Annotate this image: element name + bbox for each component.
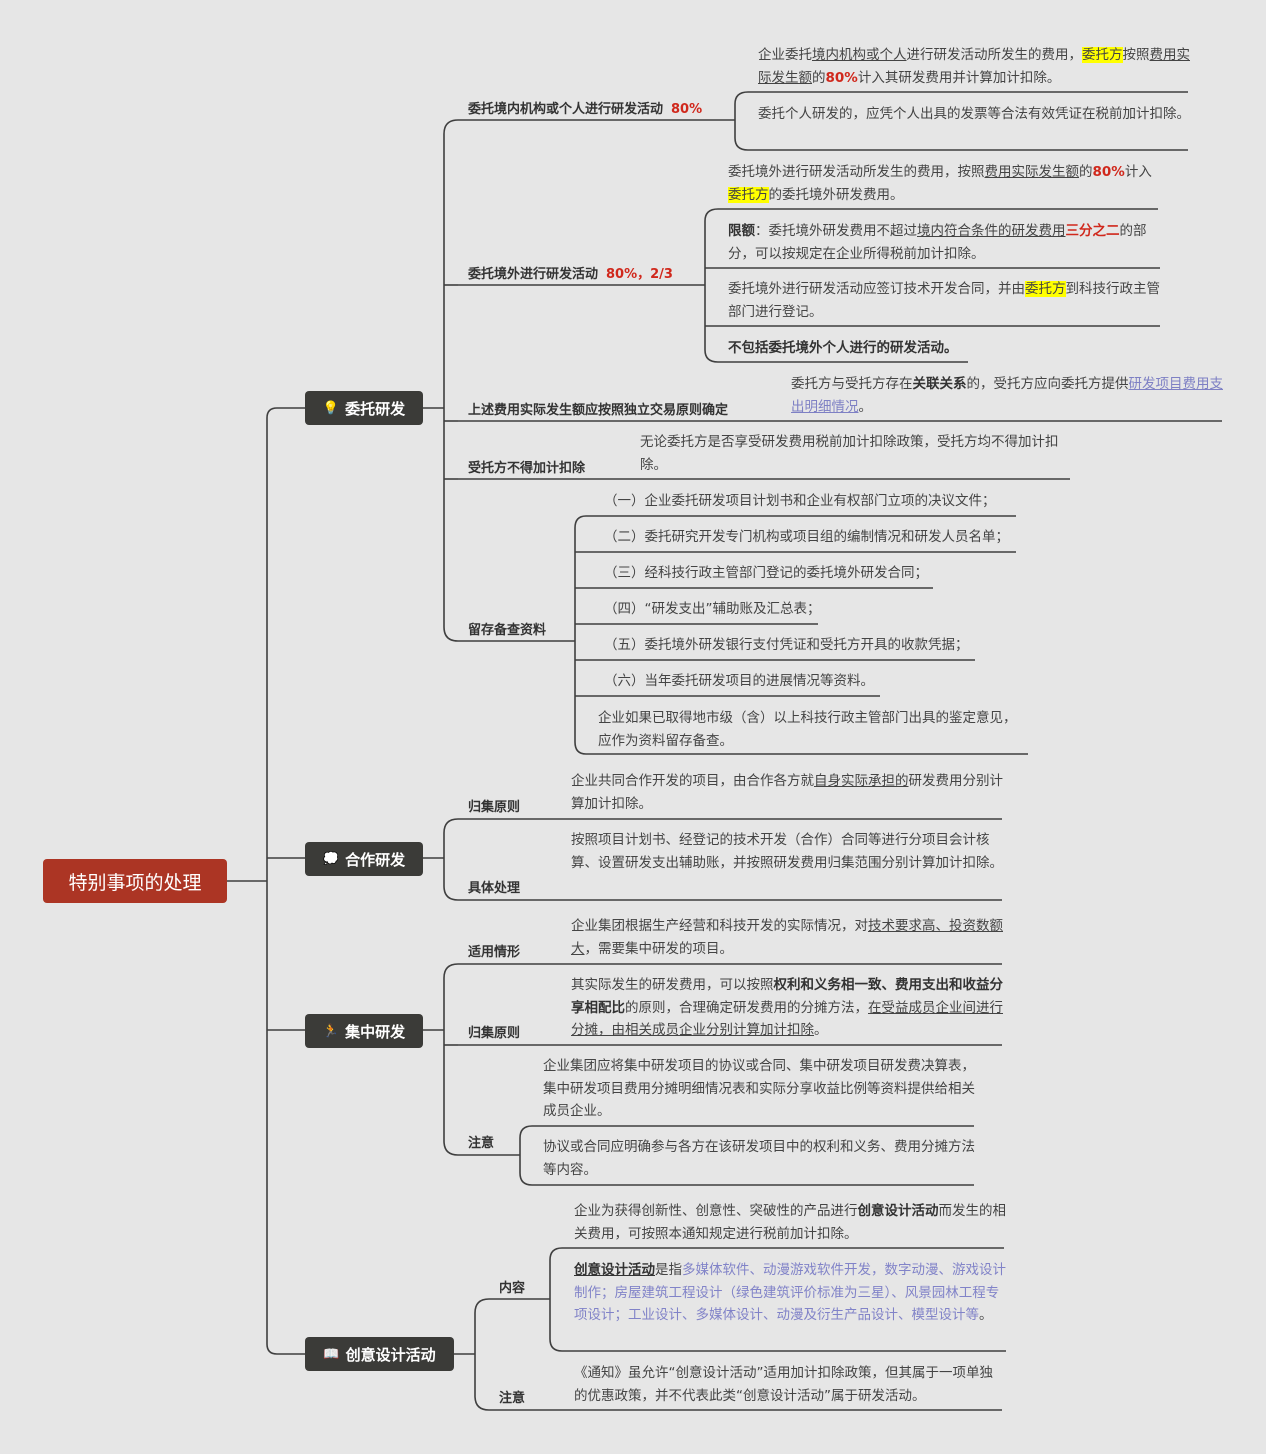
sub-jizhong-note[interactable]: 注意 xyxy=(468,1136,495,1151)
record-item-4: （四）“研发支出”辅助账及汇总表； xyxy=(604,601,821,617)
sub-domestic[interactable]: 委托境内机构或个人进行研发活动 80% xyxy=(468,98,702,117)
root-node[interactable]: 特别事项的处理 xyxy=(43,859,227,903)
leaf-hezuo-handle: 按照项目计划书、经登记的技术开发（合作）合同等进行分项目会计核算、设置研发支出辅… xyxy=(571,832,1003,871)
leaf-chuangyi-content-1: 企业为获得创新性、创意性、突破性的产品进行创意设计活动而发生的相关费用，可按照本… xyxy=(574,1203,1006,1242)
leaf-hezuo-collect: 企业共同合作开发的项目，由合作各方就自身实际承担的研发费用分别计算加计扣除。 xyxy=(571,773,1003,812)
percent-badge: 80%，2/3 xyxy=(606,267,673,282)
branch-label: 委托研发 xyxy=(345,399,406,418)
sub-chuangyi-note[interactable]: 注意 xyxy=(499,1391,526,1406)
sub-hezuo-handle[interactable]: 具体处理 xyxy=(468,881,521,896)
leaf-chuangyi-note: 《通知》虽允许“创意设计活动”适用加计扣除政策，但其属于一项单独的优惠政策，并不… xyxy=(574,1365,993,1404)
sub-receiver[interactable]: 受托方不得加计扣除 xyxy=(468,461,586,476)
sub-label: 委托境外进行研发活动 xyxy=(468,267,599,282)
leaf-overseas-3: 委托境外进行研发活动应签订技术开发合同，并由委托方到科技行政主管部门进行登记。 xyxy=(728,281,1160,320)
branch-weituo[interactable]: 💡 委托研发 xyxy=(305,391,423,425)
sub-hezuo-collect[interactable]: 归集原则 xyxy=(468,800,521,815)
detail-link[interactable]: 研发项目费用支出明细情况 xyxy=(791,376,1223,415)
leaf-receiver: 无论委托方是否享受研发费用税前加计扣除政策，受托方均不得加计扣除。 xyxy=(640,434,1059,473)
leaf-arm-length: 委托方与受托方存在关联关系的，受托方应向委托方提供研发项目费用支出明细情况。 xyxy=(791,376,1223,415)
runner-icon: 🏃 xyxy=(322,1023,340,1039)
record-item-6: （六）当年委托研发项目的进展情况等资料。 xyxy=(604,673,874,689)
branch-label: 集中研发 xyxy=(345,1022,406,1041)
thought-bubble-icon: 💭 xyxy=(322,851,340,867)
sub-records[interactable]: 留存备查资料 xyxy=(468,623,547,638)
percent-badge: 80% xyxy=(671,102,703,117)
record-item-5: （五）委托境外研发银行支付凭证和受托方开具的收款凭据； xyxy=(604,637,969,653)
leaf-overseas-4: 不包括委托境外个人进行的研发活动。 xyxy=(728,340,958,356)
sub-chuangyi-content[interactable]: 内容 xyxy=(499,1281,526,1296)
leaf-jizhong-collect: 其实际发生的研发费用，可以按照权利和义务相一致、费用支出和收益分享相配比的原则，… xyxy=(571,977,1003,1038)
sub-arm-length[interactable]: 上述费用实际发生额应按照独立交易原则确定 xyxy=(468,403,729,418)
branch-jizhong[interactable]: 🏃 集中研发 xyxy=(305,1014,423,1048)
leaf-overseas-2: 限额：委托境外研发费用不超过境内符合条件的研发费用三分之二的部分，可以按规定在企… xyxy=(728,223,1147,262)
branch-label: 创意设计活动 xyxy=(345,1345,436,1364)
record-item-2: （二）委托研究开发专门机构或项目组的编制情况和研发人员名单； xyxy=(604,529,1009,545)
leaf-jizhong-note-2: 协议或合同应明确参与各方在该研发项目中的权利和义务、费用分摊方法等内容。 xyxy=(543,1139,975,1178)
lightbulb-icon: 💡 xyxy=(322,400,340,416)
record-item-3: （三）经科技行政主管部门登记的委托境外研发合同； xyxy=(604,565,928,581)
leaf-jizhong-scope: 企业集团根据生产经营和科技开发的实际情况，对技术要求高、投资数额大，需要集中研发… xyxy=(571,918,1003,957)
leaf-jizhong-note-1: 企业集团应将集中研发项目的协议或合同、集中研发项目研发费决算表，集中研发项目费用… xyxy=(543,1058,975,1119)
leaf-chuangyi-content-2: 创意设计活动是指多媒体软件、动漫游戏软件开发，数字动漫、游戏设计制作；房屋建筑工… xyxy=(574,1262,1006,1323)
branch-label: 合作研发 xyxy=(345,850,406,869)
branch-chuangyi[interactable]: 📖 创意设计活动 xyxy=(305,1337,454,1371)
book-icon: 📖 xyxy=(323,1346,340,1362)
record-item-1: （一）企业委托研发项目计划书和企业有权部门立项的决议文件； xyxy=(604,493,996,509)
leaf-domestic-1: 企业委托境内机构或个人进行研发活动所发生的费用，委托方按照费用实际发生额的80%… xyxy=(758,47,1190,86)
leaf-overseas-1: 委托境外进行研发活动所发生的费用，按照费用实际发生额的80%计入委托方的委托境外… xyxy=(728,164,1152,203)
branch-hezuo[interactable]: 💭 合作研发 xyxy=(305,842,423,876)
sub-overseas[interactable]: 委托境外进行研发活动 80%，2/3 xyxy=(468,263,673,282)
sub-label: 委托境内机构或个人进行研发活动 xyxy=(468,102,664,117)
sub-jizhong-collect[interactable]: 归集原则 xyxy=(468,1026,521,1041)
sub-jizhong-scope[interactable]: 适用情形 xyxy=(468,945,521,960)
leaf-domestic-2: 委托个人研发的，应凭个人出具的发票等合法有效凭证在税前加计扣除。 xyxy=(758,106,1190,122)
record-item-last: 企业如果已取得地市级（含）以上科技行政主管部门出具的鉴定意见，应作为资料留存备查… xyxy=(598,710,1017,749)
